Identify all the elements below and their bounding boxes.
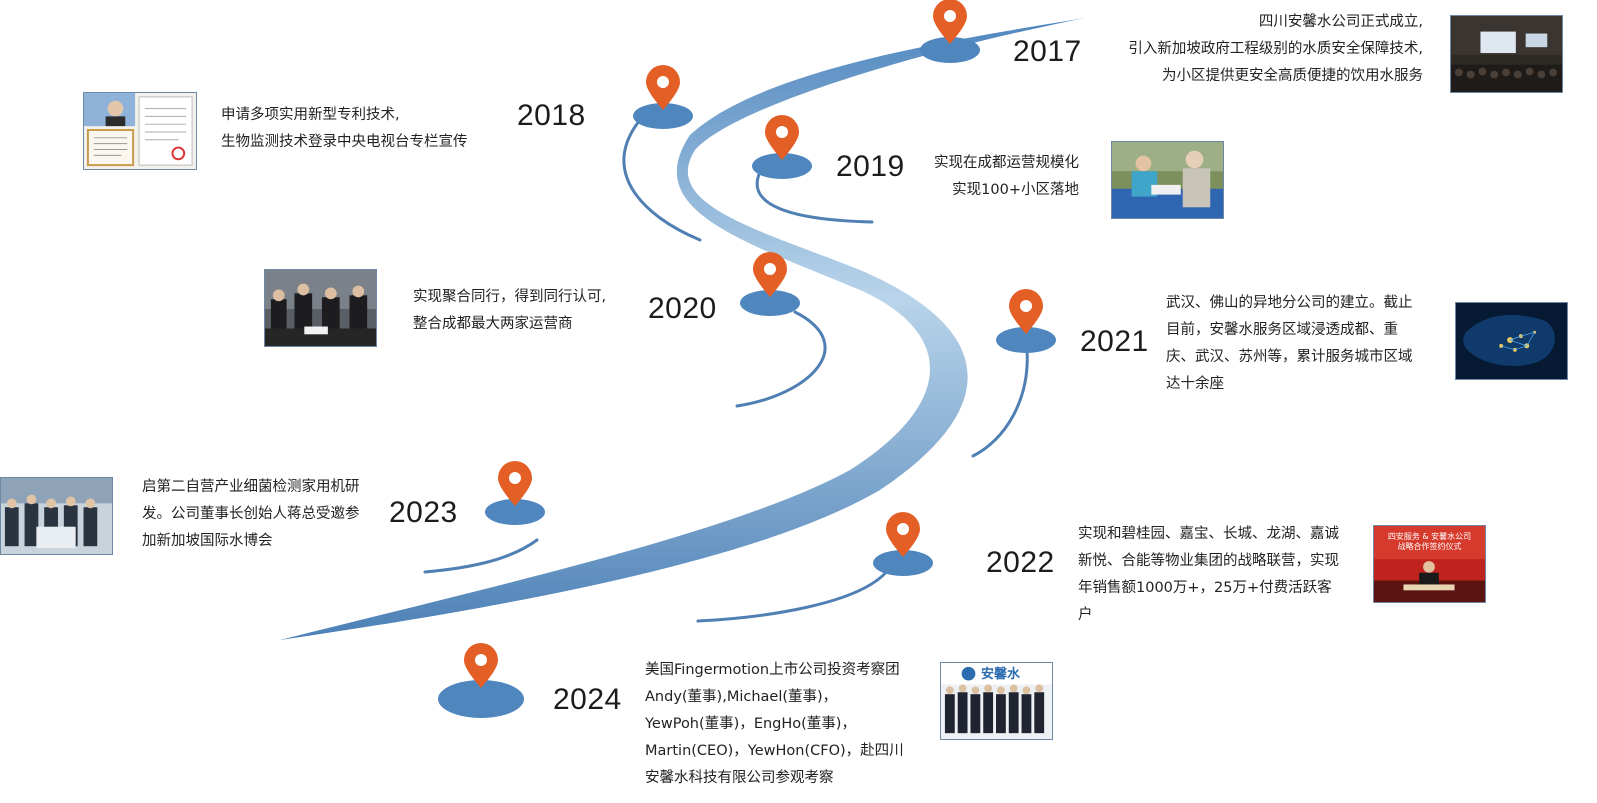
photo-2022-caption: 四安服务 & 安馨水公司 战略合作签约仪式 bbox=[1387, 532, 1472, 551]
event-text-2022: 实现和碧桂园、嘉宝、长城、龙湖、嘉诚新悦、合能等物业集团的战略联营，实现年销售额… bbox=[1078, 526, 1339, 623]
pin-base-2023 bbox=[485, 499, 545, 525]
year-2023: 2023 bbox=[389, 496, 458, 529]
photo-2023 bbox=[0, 477, 113, 555]
year-2020: 2020 bbox=[648, 292, 717, 325]
event-text-2017: 四川安馨水公司正式成立, 引入新加坡政府工程级别的水质安全保障技术, 为小区提供… bbox=[1128, 14, 1423, 84]
curve-2020 bbox=[735, 310, 827, 408]
road-band bbox=[280, 18, 1085, 640]
year-2021: 2021 bbox=[1080, 325, 1149, 358]
year-2018: 2018 bbox=[517, 99, 586, 132]
photo-2017 bbox=[1450, 15, 1563, 93]
pin-base-2019 bbox=[752, 153, 812, 179]
location-pin-icon bbox=[464, 643, 498, 688]
photo-2020 bbox=[264, 269, 377, 347]
location-pin-icon bbox=[753, 252, 787, 297]
year-2024: 2024 bbox=[553, 683, 622, 716]
year-2019: 2019 bbox=[836, 150, 905, 183]
event-text-2019: 实现在成都运营规模化 实现100+小区落地 bbox=[934, 155, 1079, 198]
photo-2024-logo: 安馨水 bbox=[981, 667, 1021, 682]
photo-2021 bbox=[1455, 302, 1568, 380]
year-2022: 2022 bbox=[986, 546, 1055, 579]
location-pin-icon bbox=[886, 512, 920, 557]
location-pin-icon bbox=[498, 461, 532, 506]
curve-2019 bbox=[755, 170, 874, 224]
event-text-2024: 美国Fingermotion上市公司投资考察团Andy(董事),Michael(… bbox=[645, 662, 904, 786]
event-text-2020: 实现聚合同行，得到同行认可, 整合成都最大两家运营商 bbox=[413, 289, 607, 332]
event-text-2018: 申请多项实用新型专利技术, 生物监测技术登录中央电视台专栏宣传 bbox=[221, 107, 468, 150]
pin-base-2018 bbox=[633, 103, 693, 129]
photo-2018 bbox=[83, 92, 197, 170]
location-pin-icon bbox=[646, 65, 680, 110]
event-text-2021: 武汉、佛山的异地分公司的建立。截止目前，安馨水服务区域浸透成都、重庆、武汉、苏州… bbox=[1166, 295, 1413, 392]
event-text-2023: 启第二自营产业细菌检测家用机研发。公司董事长创始人蒋总受邀参加新加坡国际水博会 bbox=[142, 479, 360, 549]
photo-2022: 四安服务 & 安馨水公司 战略合作签约仪式 bbox=[1373, 525, 1486, 603]
pin-base-2017 bbox=[920, 37, 980, 63]
location-pin-icon bbox=[1009, 289, 1043, 334]
pin-base-2022 bbox=[873, 550, 933, 576]
curve-2021 bbox=[971, 348, 1029, 458]
pin-base-2024 bbox=[438, 680, 524, 718]
photo-2024: 安馨水 bbox=[940, 662, 1053, 740]
year-2017: 2017 bbox=[1013, 35, 1082, 68]
location-pin-icon bbox=[933, 0, 967, 44]
photo-2019 bbox=[1111, 141, 1224, 219]
curve-2022 bbox=[696, 568, 890, 623]
location-pin-icon bbox=[765, 115, 799, 160]
pin-base-2020 bbox=[740, 290, 800, 316]
pin-base-2021 bbox=[996, 327, 1056, 353]
curve-2018 bbox=[622, 118, 702, 242]
curve-2023 bbox=[423, 538, 539, 574]
